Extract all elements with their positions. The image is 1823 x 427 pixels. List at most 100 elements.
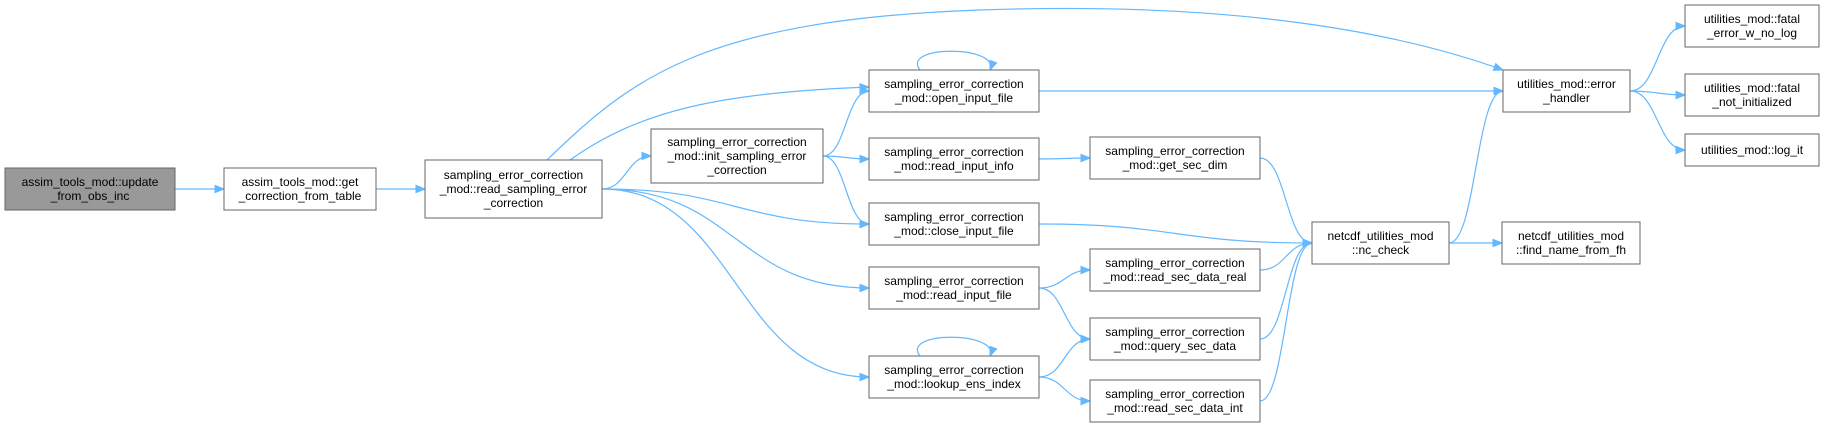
function-node[interactable]: sampling_error_correction_mod::init_samp… xyxy=(650,128,824,184)
node-label-line: sampling_error_correction xyxy=(1105,144,1244,158)
node-box xyxy=(650,128,824,184)
function-node[interactable]: utilities_mod::fatal_not_initialized xyxy=(1684,73,1820,117)
nodes-layer: assim_tools_mod::update_from_obs_incassi… xyxy=(4,4,1820,423)
function-node[interactable]: sampling_error_correction_mod::lookup_en… xyxy=(868,355,1040,399)
edge-line xyxy=(569,86,870,161)
node-box xyxy=(1089,136,1261,180)
node-label-line: _mod::lookup_ens_index xyxy=(886,377,1020,391)
edge-n5-to-n9 xyxy=(1038,153,1092,163)
node-label-line: _mod::read_sec_data_real xyxy=(1103,270,1247,284)
edge-n8-to-n8 xyxy=(916,336,998,358)
edge-line xyxy=(1259,242,1313,340)
edge-line xyxy=(1259,157,1313,244)
function-node[interactable]: sampling_error_correction_mod::read_sec_… xyxy=(1089,248,1261,292)
edge-n2-to-n8 xyxy=(601,188,871,382)
node-label-line: ::find_name_from_fh xyxy=(1516,243,1626,257)
edge-arrowhead xyxy=(859,219,871,229)
edges-layer xyxy=(174,7,1687,406)
edge-line xyxy=(601,188,870,225)
function-node[interactable]: sampling_error_correction_mod::read_inpu… xyxy=(868,266,1040,310)
root-function-node: assim_tools_mod::update_from_obs_inc xyxy=(4,167,176,211)
edge-line xyxy=(822,90,870,157)
edge-n2-to-n6 xyxy=(601,188,871,229)
node-label-line: sampling_error_correction xyxy=(1105,256,1244,270)
function-node[interactable]: sampling_error_correction_mod::get_sec_d… xyxy=(1089,136,1261,180)
node-label-line: sampling_error_correction xyxy=(444,168,583,182)
node-box xyxy=(868,266,1040,310)
edge-n3-to-n5 xyxy=(822,154,871,164)
function-node[interactable]: sampling_error_correction_mod::close_inp… xyxy=(868,202,1040,246)
function-node[interactable]: netcdf_utilities_mod::nc_check xyxy=(1311,221,1450,265)
edge-line xyxy=(822,155,870,225)
function-node[interactable]: assim_tools_mod::get_correction_from_tab… xyxy=(223,167,377,211)
node-label-line: _mod::query_sec_data xyxy=(1113,339,1236,353)
edge-line xyxy=(601,155,652,190)
edge-n3-to-n6 xyxy=(822,155,871,229)
node-label-line: sampling_error_correction xyxy=(884,145,1023,159)
node-label-line: sampling_error_correction xyxy=(667,135,806,149)
node-label-line: _mod::read_input_info xyxy=(893,159,1014,173)
node-label-line: assim_tools_mod::update xyxy=(22,175,159,189)
node-box xyxy=(868,69,1040,113)
edge-arrowhead xyxy=(1675,145,1687,155)
node-label-line: sampling_error_correction xyxy=(1105,387,1244,401)
edge-arrowhead xyxy=(1080,153,1092,163)
node-label-line: _mod::open_input_file xyxy=(894,91,1013,105)
node-label-line: utilities_mod::log_it xyxy=(1701,143,1804,157)
node-label-line: utilities_mod::fatal xyxy=(1704,12,1800,26)
node-box xyxy=(1684,4,1820,48)
edge-arrowhead xyxy=(859,154,871,164)
edge-n2-to-n14 xyxy=(546,7,1505,161)
edge-n2-to-n7 xyxy=(601,188,871,293)
edge-n14-to-n16 xyxy=(1629,21,1687,92)
function-node[interactable]: sampling_error_correction_mod::read_sec_… xyxy=(1089,379,1261,423)
node-label-line: _not_initialized xyxy=(1711,95,1791,109)
function-node[interactable]: sampling_error_correction_mod::open_inpu… xyxy=(868,69,1040,113)
node-label-line: _handler xyxy=(1542,91,1590,105)
edge-arrowhead xyxy=(1492,62,1505,71)
node-box xyxy=(424,159,603,219)
edge-arrowhead xyxy=(415,184,427,194)
node-label-line: ::nc_check xyxy=(1352,243,1410,257)
edge-arrowhead xyxy=(989,59,998,72)
node-label-line: utilities_mod::error xyxy=(1517,77,1616,91)
edge-arrowhead xyxy=(859,372,871,382)
function-node[interactable]: sampling_error_correction_mod::read_inpu… xyxy=(868,137,1040,181)
edge-n8-to-n11 xyxy=(1038,334,1092,378)
function-node[interactable]: utilities_mod::error_handler xyxy=(1502,69,1631,113)
node-box xyxy=(868,202,1040,246)
edge-arrowhead xyxy=(1080,334,1092,344)
function-node[interactable]: netcdf_utilities_mod::find_name_from_fh xyxy=(1501,221,1641,265)
node-box xyxy=(1684,133,1820,167)
function-node[interactable]: sampling_error_correction_mod::read_samp… xyxy=(424,159,603,219)
node-label-line: netcdf_utilities_mod xyxy=(1327,229,1433,243)
node-label-line: assim_tools_mod::get xyxy=(242,175,359,189)
edge-line xyxy=(1448,90,1504,244)
node-box xyxy=(1502,69,1631,113)
node-label-line: _correction xyxy=(483,196,543,210)
edge-line xyxy=(916,336,992,357)
node-box xyxy=(1089,248,1261,292)
edge-n1-to-n2 xyxy=(375,184,427,194)
node-label-line: _mod::close_input_file xyxy=(893,224,1014,238)
node-box xyxy=(1684,73,1820,117)
node-label-line: _correction xyxy=(706,163,766,177)
edge-n3-to-n4 xyxy=(822,86,871,157)
function-node[interactable]: utilities_mod::log_it xyxy=(1684,133,1820,167)
node-box xyxy=(868,137,1040,181)
node-label-line: _mod::read_input_file xyxy=(895,288,1012,302)
function-node[interactable]: utilities_mod::fatal_error_w_no_log xyxy=(1684,4,1820,48)
edge-n6-to-n13 xyxy=(1038,223,1314,248)
edge-line xyxy=(1629,90,1686,151)
node-label-line: _correction_from_table xyxy=(238,189,362,203)
node-label-line: netcdf_utilities_mod xyxy=(1518,229,1624,243)
edge-line xyxy=(1038,338,1091,378)
edge-arrowhead xyxy=(1080,396,1092,406)
edge-line xyxy=(916,50,992,71)
node-label-line: _mod::init_sampling_error xyxy=(667,149,807,163)
function-node[interactable]: sampling_error_correction_mod::query_sec… xyxy=(1089,317,1261,361)
edge-arrowhead xyxy=(989,345,998,358)
node-box xyxy=(223,167,377,211)
edge-arrowhead xyxy=(1493,86,1505,96)
